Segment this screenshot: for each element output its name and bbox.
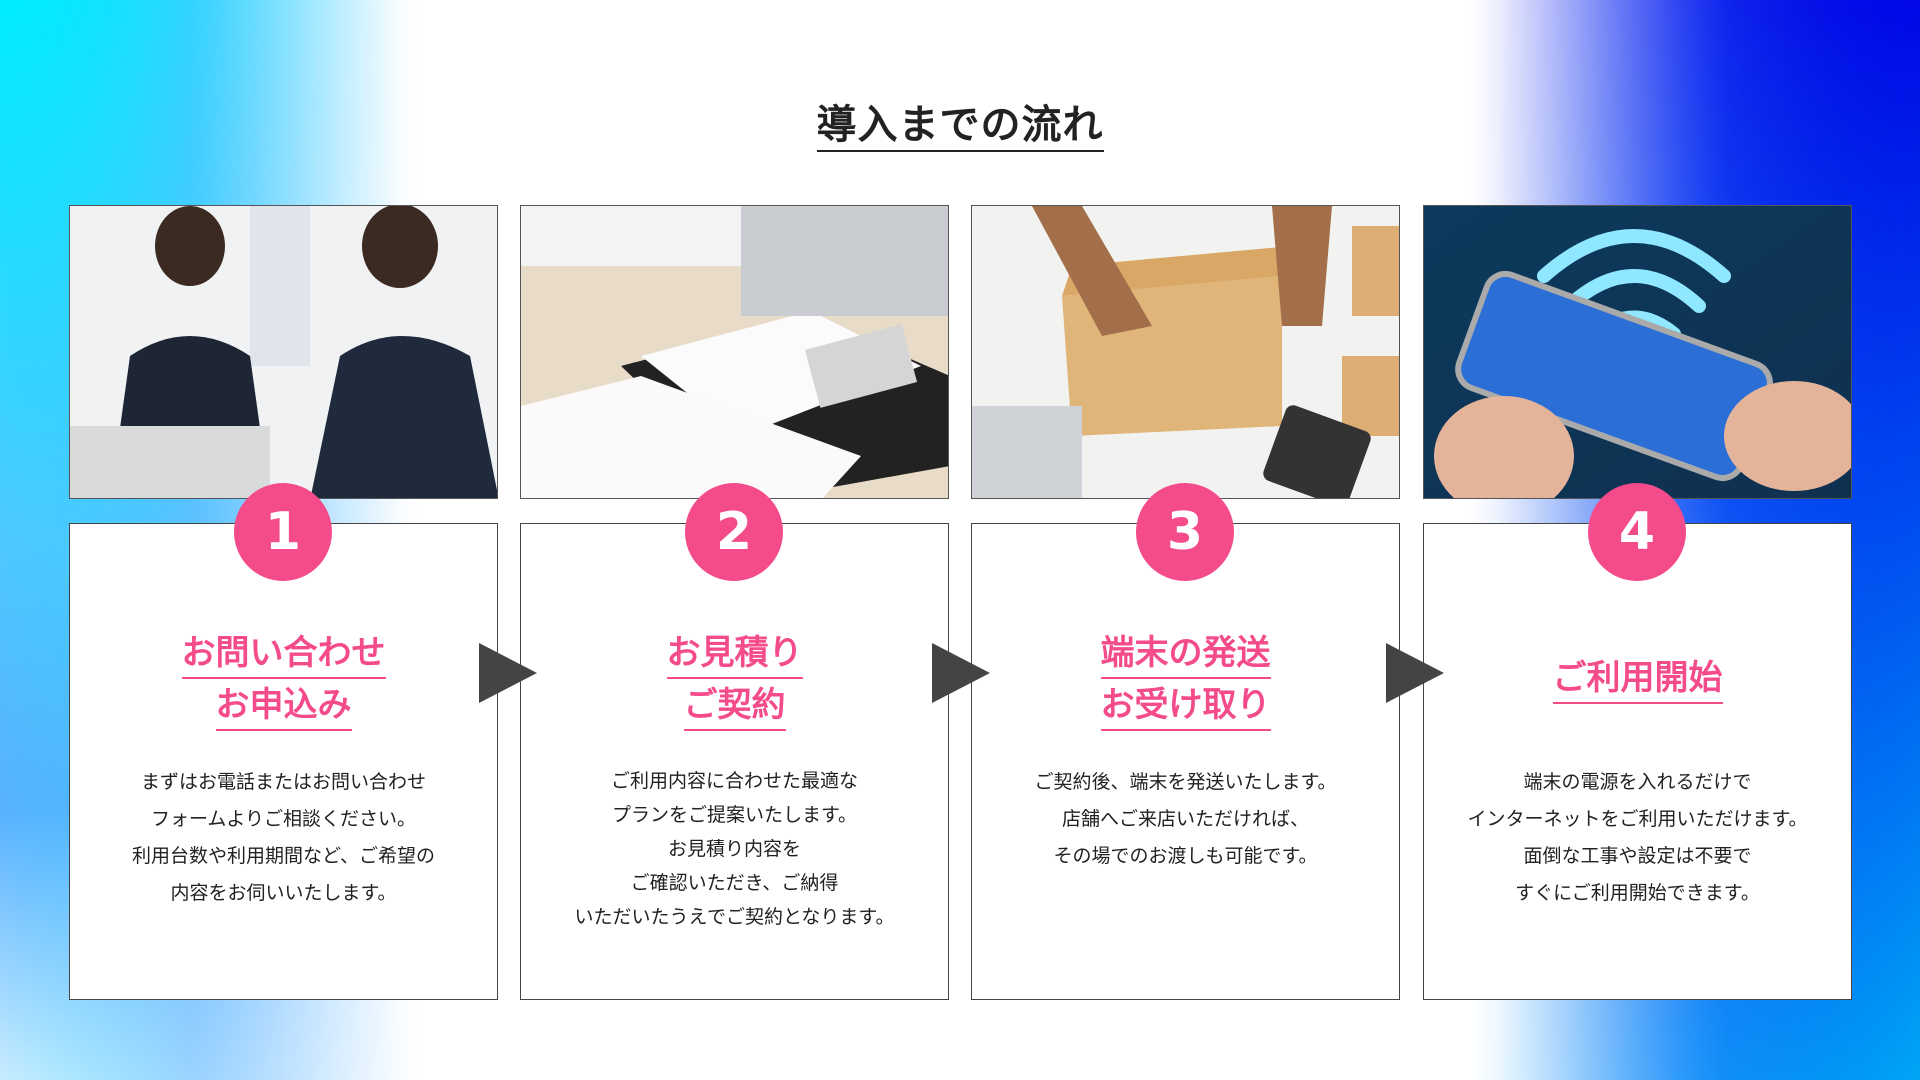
smartphone-wifi-illustration [1424,206,1851,498]
step-card-3: 端末の発送お受け取り ご契約後、端末を発送いたします。店舗へご来店いただければ、… [971,523,1400,1000]
desc-line: 利用台数や利用期間など、ご希望の [131,845,436,867]
step-heading-line: お見積り [666,629,803,679]
step-heading-line: お問い合わせ [181,629,386,679]
desc-line: 内容をお伺いいたします。 [170,882,397,904]
arrow-right-icon [932,643,990,703]
step-heading: お見積りご契約 [521,627,948,731]
desc-line: インターネットをご利用いただけます。 [1467,808,1808,830]
desc-line: ご契約後、端末を発送いたします。 [1034,771,1337,793]
step-description: まずはお電話またはお問い合わせフォームよりご相談ください。利用台数や利用期間など… [70,764,497,912]
desc-line: プランをご提案いたします。 [611,804,858,826]
desc-line: いただいたうえでご契約となります。 [574,906,895,928]
desc-line: ご利用内容に合わせた最適な [610,770,858,792]
step-heading-line: ご利用開始 [1552,654,1723,704]
step-card-4: ご利用開始 端末の電源を入れるだけでインターネットをご利用いただけます。面倒な工… [1423,523,1852,1000]
desc-line: お見積り内容を [667,838,801,860]
step-card-2: お見積りご契約 ご利用内容に合わせた最適なプランをご提案いたします。お見積り内容… [520,523,949,1000]
step-description: 端末の電源を入れるだけでインターネットをご利用いただけます。面倒な工事や設定は不… [1424,764,1851,912]
desc-line: 端末の電源を入れるだけで [1523,771,1752,793]
step-number-badge: 1 [234,483,332,581]
desc-line: すぐにご利用開始できます。 [1515,882,1760,904]
photo-smartphone-wifi [1423,205,1852,499]
arrow-right-icon [479,643,537,703]
desc-line: 店舗へご来店いただければ、 [1061,808,1309,830]
desc-line: フォームよりご相談ください。 [150,808,417,830]
operators-illustration [70,206,497,498]
photo-call-center-operators [69,205,498,499]
step-number-badge: 2 [685,483,783,581]
step-description: ご利用内容に合わせた最適なプランをご提案いたします。お見積り内容をご確認いただき… [521,764,948,934]
step-heading-line: 端末の発送 [1100,629,1271,679]
arrow-right-icon [1386,643,1444,703]
step-heading: ご利用開始 [1424,652,1851,704]
photo-package-shipping [971,205,1400,499]
step-heading-line: お受け取り [1100,681,1271,731]
desc-line: その場でのお渡しも可能です。 [1053,845,1318,867]
step-number-badge: 3 [1136,483,1234,581]
page-title-text: 導入までの流れ [816,102,1104,152]
step-card-1: お問い合わせお申込み まずはお電話またはお問い合わせフォームよりご相談ください。… [69,523,498,1000]
step-number-badge: 4 [1588,483,1686,581]
step-heading: 端末の発送お受け取り [972,627,1399,731]
page-title: 導入までの流れ [0,92,1920,152]
desc-line: まずはお電話またはお問い合わせ [140,771,426,793]
step-heading-line: お申込み [215,681,352,731]
step-heading-line: ご契約 [683,681,786,731]
desc-line: 面倒な工事や設定は不要で [1523,845,1752,867]
desc-line: ご確認いただき、ご納得 [630,872,839,894]
step-heading: お問い合わせお申込み [70,627,497,731]
contract-illustration [521,206,948,498]
package-illustration [972,206,1399,498]
step-description: ご契約後、端末を発送いたします。店舗へご来店いただければ、その場でのお渡しも可能… [972,764,1399,875]
photo-contract-signing [520,205,949,499]
